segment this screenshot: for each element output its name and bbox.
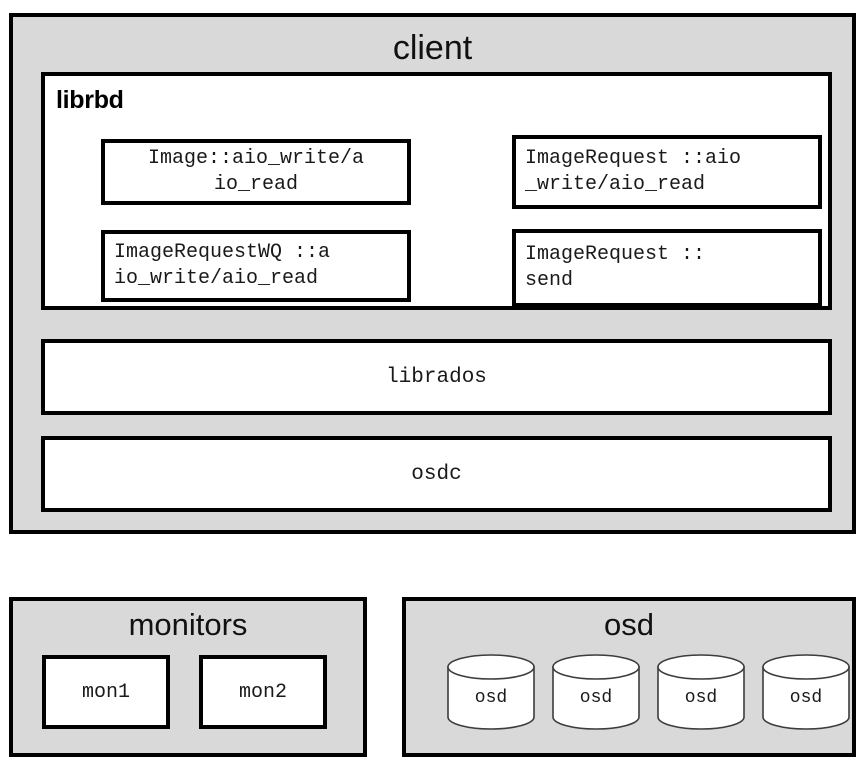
osd-node-cylinder: osd	[551, 653, 641, 731]
cylinder-icon	[762, 654, 850, 730]
box-imagerequestwq-aio-write-aio-read: ImageRequestWQ ::a io_write/aio_read	[101, 230, 411, 302]
cylinder-icon	[447, 654, 535, 730]
layer-librados: librados	[41, 339, 832, 415]
monitor-node-mon2: mon2	[199, 655, 327, 729]
cylinder-icon	[657, 654, 745, 730]
librbd-panel: librbd Image::aio_write/a io_read ImageR…	[41, 72, 832, 310]
client-group: client librbd Image::aio_write/a io_read…	[9, 13, 856, 534]
layer-osdc: osdc	[41, 436, 832, 512]
box-imagerequest-send: ImageRequest :: send	[512, 229, 822, 307]
monitor-node-mon1: mon1	[42, 655, 170, 729]
osd-group-title: osd	[604, 607, 654, 642]
osd-node-cylinder: osd	[656, 653, 746, 731]
osd-node-cylinder: osd	[446, 653, 536, 731]
box-imagerequest-aio-write-aio-read: ImageRequest ::aio _write/aio_read	[512, 135, 822, 209]
osd-group: osd osd osd osd	[402, 597, 856, 757]
box-image-aio-write-aio-read: Image::aio_write/a io_read	[101, 139, 411, 205]
client-group-title: client	[392, 29, 473, 67]
monitors-group-title: monitors	[128, 607, 248, 642]
cylinder-icon	[552, 654, 640, 730]
monitors-group: monitors mon1 mon2	[9, 597, 367, 757]
osd-node-cylinder: osd	[761, 653, 851, 731]
librbd-panel-title: librbd	[56, 86, 124, 114]
